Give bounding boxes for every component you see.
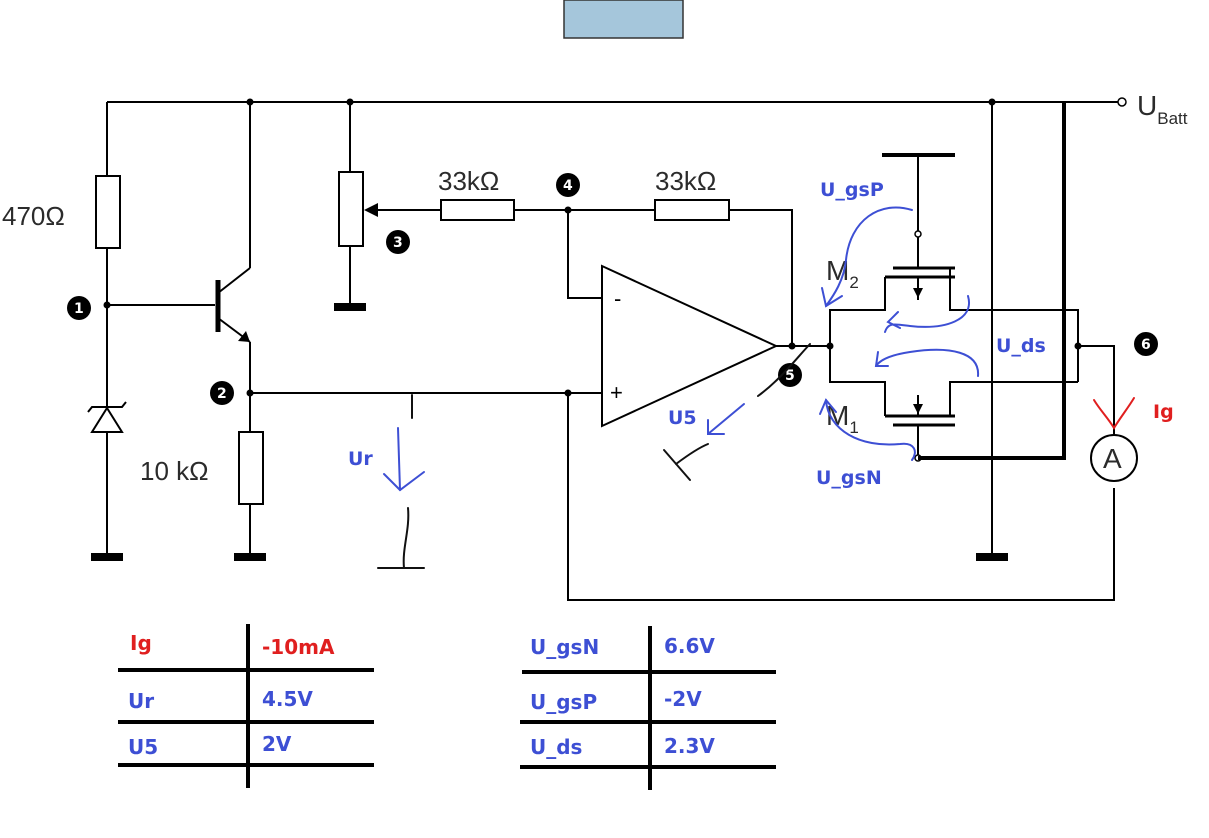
annotation-u-gsp: U_gsP bbox=[820, 179, 884, 201]
value-table-right: U_gsN 6.6V U_gsP -2V U_ds 2.3V bbox=[520, 626, 776, 790]
ur-arrowhead bbox=[383, 471, 425, 492]
u-ds-arrow-bottom bbox=[874, 351, 889, 367]
zener-diode bbox=[87, 401, 127, 433]
node-marker-3: 3 bbox=[386, 230, 410, 254]
resistor-10k bbox=[238, 431, 264, 505]
annotation-ur: Ur bbox=[348, 448, 373, 470]
node-marker-4: 4 bbox=[556, 173, 580, 197]
ur-arrow bbox=[397, 427, 401, 491]
u-ds-arrow-top bbox=[886, 311, 901, 329]
wire-gate-m1 bbox=[829, 346, 886, 416]
table-right-value-ugsp: -2V bbox=[664, 687, 702, 711]
mosfet-m1 bbox=[885, 381, 1078, 462]
node-marker-5: 5 bbox=[778, 363, 802, 387]
u-ds-curve-bottom bbox=[875, 348, 980, 377]
wire-feedback-bottom bbox=[567, 393, 1115, 601]
label-33k-input: 33kΩ bbox=[438, 166, 499, 196]
table-right-value-uds: 2.3V bbox=[664, 734, 715, 758]
junction-collector-rail bbox=[246, 98, 254, 106]
ig-arrow bbox=[1093, 397, 1135, 430]
svg-text:5: 5 bbox=[785, 368, 795, 384]
u-batt-terminal bbox=[1117, 97, 1127, 107]
u-gsn-arrowhead bbox=[819, 398, 837, 415]
opamp-plus-label: + bbox=[610, 380, 623, 405]
svg-text:1: 1 bbox=[74, 301, 84, 317]
m2-label: M2 bbox=[826, 255, 859, 292]
u-gsp-curve bbox=[825, 206, 913, 307]
svg-text:3: 3 bbox=[393, 235, 403, 251]
potentiometer bbox=[338, 171, 364, 247]
pot-wiper-arrow bbox=[364, 203, 378, 217]
table-right-label-ugsp: U_gsP bbox=[530, 690, 597, 714]
resistor-33k-input bbox=[440, 199, 515, 221]
u5-arrow bbox=[707, 403, 745, 435]
table-right-value-ugsn: 6.6V bbox=[664, 634, 715, 658]
node-marker-1: 1 bbox=[67, 296, 91, 320]
annotation-u5: U5 bbox=[668, 407, 697, 429]
ur-ground-stroke bbox=[402, 507, 410, 569]
wire-to-ammeter bbox=[1078, 345, 1115, 435]
wire-feedback-top bbox=[729, 209, 793, 346]
op-amp bbox=[601, 264, 779, 428]
annotation-u-gsn: U_gsN bbox=[816, 467, 882, 489]
ammeter-label: A bbox=[1103, 443, 1122, 474]
table-right-label-ugsn: U_gsN bbox=[530, 635, 599, 659]
table-left-label-u5: U5 bbox=[128, 735, 158, 759]
ground-1 bbox=[91, 553, 123, 561]
u5-ground-stroke bbox=[663, 443, 709, 481]
u5-stroke bbox=[757, 343, 811, 397]
ammeter bbox=[1090, 434, 1138, 482]
ground-2 bbox=[234, 553, 266, 561]
label-470: 470Ω bbox=[2, 201, 65, 231]
annotation-ig: Ig bbox=[1153, 401, 1174, 423]
annotation-u-ds: U_ds bbox=[996, 335, 1046, 357]
wire-m1-source bbox=[918, 102, 1066, 460]
table-left-value-u5: 2V bbox=[262, 732, 292, 756]
table-right-label-uds: U_ds bbox=[530, 735, 582, 759]
table-left-value-ig: -10mA bbox=[262, 635, 335, 659]
ground-4 bbox=[976, 553, 1008, 561]
mosfet-m2 bbox=[882, 153, 1079, 382]
ground-3 bbox=[334, 303, 366, 311]
u-batt-label: UBatt bbox=[1137, 90, 1188, 128]
value-table-left: Ig -10mA Ur 4.5V U5 2V bbox=[118, 624, 374, 788]
node-marker-6: 6 bbox=[1134, 332, 1158, 356]
opamp-minus-label: - bbox=[614, 286, 621, 311]
wire-node4-minus bbox=[567, 210, 602, 299]
top-box bbox=[563, 0, 684, 39]
svg-text:2: 2 bbox=[217, 386, 227, 402]
table-left-label-ig: Ig bbox=[130, 631, 152, 655]
node-5-junction bbox=[788, 342, 796, 350]
label-10k: 10 kΩ bbox=[140, 456, 209, 486]
resistor-33k-feedback bbox=[654, 199, 730, 221]
svg-text:4: 4 bbox=[563, 178, 573, 194]
node-marker-2: 2 bbox=[210, 381, 234, 405]
table-left-value-ur: 4.5V bbox=[262, 687, 313, 711]
label-33k-feedback: 33kΩ bbox=[655, 166, 716, 196]
table-left-label-ur: Ur bbox=[128, 689, 154, 713]
svg-text:6: 6 bbox=[1141, 337, 1151, 353]
wire-gate-m2 bbox=[829, 277, 886, 346]
u-ds-curve-top bbox=[884, 295, 971, 333]
u-gsn-curve bbox=[825, 399, 916, 461]
u-gsp-arrowhead bbox=[821, 287, 843, 308]
u5-arrowhead bbox=[707, 419, 725, 435]
resistor-470 bbox=[95, 175, 121, 249]
